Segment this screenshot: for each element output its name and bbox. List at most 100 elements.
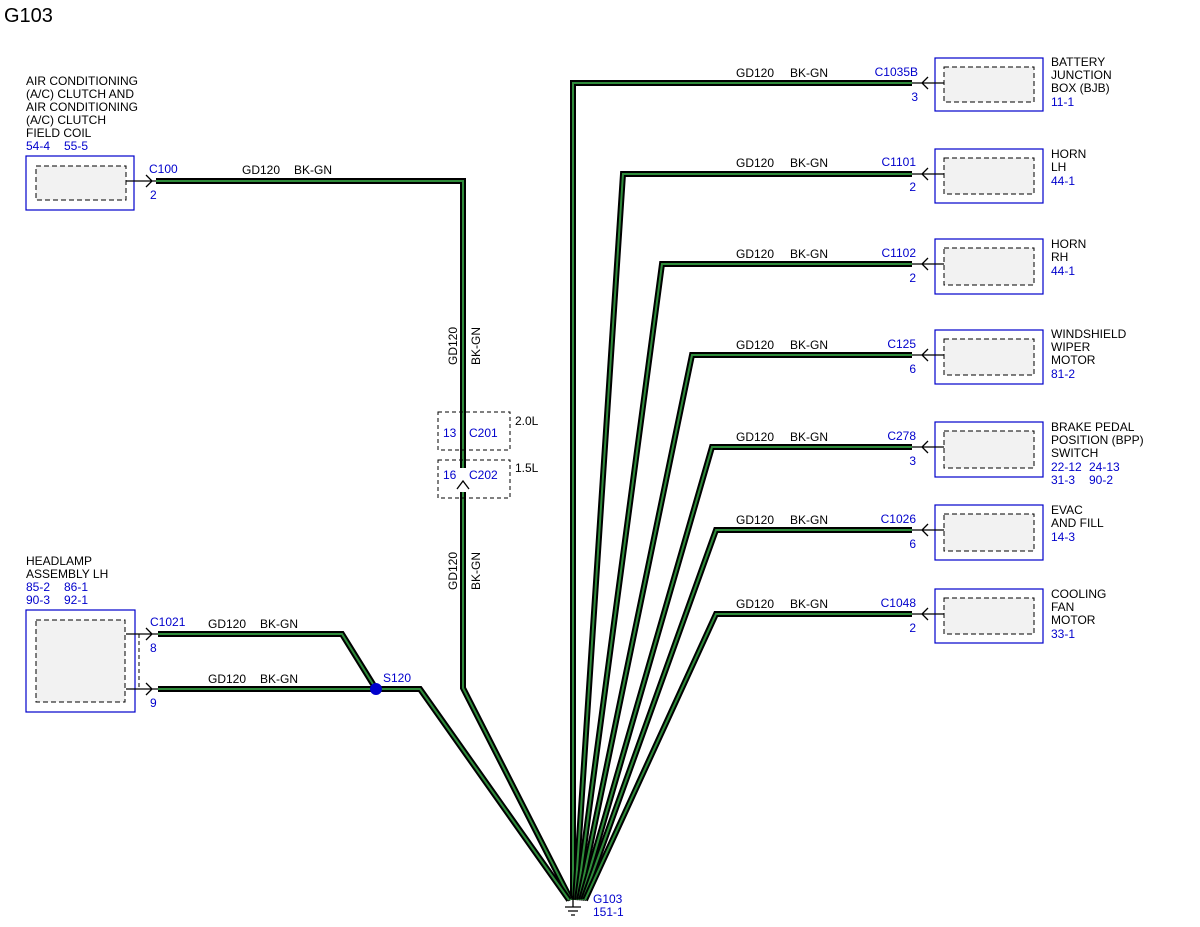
wire-code-label: GD120 (446, 327, 460, 365)
component-ref[interactable]: 85-2 (26, 580, 50, 594)
component-ref[interactable]: 33-1 (1051, 627, 1075, 641)
wire-headlamp-pin8[interactable] (158, 631, 379, 691)
inline-connector-c201[interactable]: 13 C201 2.0L (437, 411, 539, 451)
pin-label: 2 (909, 180, 916, 194)
connector-arrow-icon (912, 523, 944, 537)
wire-fan[interactable] (582, 611, 912, 902)
component-ref[interactable]: 54-4 (26, 139, 50, 153)
component-cooling-fan[interactable]: C1048 2 COOLING FAN MOTOR 33-1 (881, 587, 1107, 644)
inline-connector-box (437, 411, 511, 451)
connector-arrow-icon (912, 76, 944, 90)
component-inner-box (943, 66, 1035, 103)
wire-color-label: BK-GN (469, 327, 483, 365)
splice-s120[interactable]: S120 (370, 671, 411, 695)
wire-code-label: GD120 (736, 430, 774, 444)
wire-wiper[interactable] (576, 352, 912, 901)
component-ref[interactable]: 22-12 (1051, 460, 1082, 474)
component-headlamp-lh[interactable]: HEADLAMP ASSEMBLY LH 85-2 86-1 90-3 92-1… (25, 554, 186, 713)
connector-label[interactable]: C201 (469, 426, 498, 440)
component-evac-fill[interactable]: C1026 6 EVAC AND FILL 14-3 (881, 503, 1104, 561)
component-ac-clutch[interactable]: AIR CONDITIONING (A/C) CLUTCH AND AIR CO… (25, 74, 178, 211)
component-name-line: MOTOR (1051, 613, 1096, 627)
wire-bpp[interactable] (578, 444, 912, 901)
connector-arrow-icon (912, 167, 944, 181)
component-ref[interactable]: 14-3 (1051, 530, 1075, 544)
wire-code-label: GD120 (208, 672, 246, 686)
component-ref[interactable]: 11-1 (1051, 95, 1074, 109)
connector-arrow-icon (456, 479, 470, 490)
component-name-line: (A/C) CLUTCH (26, 113, 106, 127)
component-ref[interactable]: 81-2 (1051, 367, 1075, 381)
connector-label[interactable]: C1035B (875, 65, 918, 79)
wire-bjb[interactable] (570, 80, 912, 900)
component-name-line: BOX (BJB) (1051, 81, 1110, 95)
component-ref[interactable]: 92-1 (64, 593, 88, 607)
pin-label: 9 (150, 696, 157, 710)
wire-ac-clutch-lower[interactable] (460, 492, 574, 902)
connector-label[interactable]: C202 (469, 468, 498, 482)
wire-splice-to-ground[interactable] (376, 686, 572, 902)
engine-variant-label: 1.5L (515, 461, 539, 475)
wire-horn-rh[interactable] (574, 261, 912, 901)
component-name-line: POSITION (BPP) (1051, 433, 1144, 447)
component-ref[interactable]: 90-3 (26, 593, 50, 607)
pin-label: 3 (909, 454, 916, 468)
component-name-line: AIR CONDITIONING (26, 74, 138, 88)
component-name-line: ASSEMBLY LH (26, 567, 108, 581)
wire-code-label: GD120 (736, 247, 774, 261)
ground-g103[interactable]: G103 151-1 (565, 892, 624, 919)
ground-label[interactable]: G103 (593, 892, 623, 906)
component-name-line: LH (1051, 160, 1066, 174)
component-ref[interactable]: 86-1 (64, 580, 88, 594)
wire-color-label: BK-GN (790, 247, 828, 261)
wire-color-label: BK-GN (790, 597, 828, 611)
wire-color-label: BK-GN (790, 66, 828, 80)
wire-color-label: BK-GN (260, 672, 298, 686)
component-horn-rh[interactable]: C1102 2 HORN RH 44-1 (882, 237, 1087, 295)
component-bpp-switch[interactable]: C278 3 BRAKE PEDAL POSITION (BPP) SWITCH… (887, 420, 1143, 487)
ground-ref[interactable]: 151-1 (593, 905, 624, 919)
component-ref[interactable]: 55-5 (64, 139, 88, 153)
splice-label[interactable]: S120 (383, 671, 411, 685)
wire-color-label: BK-GN (469, 552, 483, 590)
connector-label[interactable]: C1026 (881, 512, 917, 526)
connector-label[interactable]: C278 (887, 429, 916, 443)
component-horn-lh[interactable]: C1101 2 HORN LH 44-1 (882, 147, 1087, 204)
pin-label: 2 (909, 271, 916, 285)
component-name-line: AND FILL (1051, 516, 1104, 530)
component-name-line: WIPER (1051, 340, 1091, 354)
component-ref[interactable]: 24-13 (1089, 460, 1120, 474)
connector-arrow-icon (912, 607, 944, 621)
connector-label[interactable]: C1102 (882, 246, 917, 260)
inline-connector-c202[interactable]: 16 C202 1.5L (437, 459, 539, 499)
pin-label: 16 (443, 468, 457, 482)
wire-color-label: BK-GN (790, 156, 828, 170)
wire-horn-lh[interactable] (572, 171, 912, 901)
connector-arrow-icon (126, 174, 156, 188)
wire-color-label: BK-GN (790, 430, 828, 444)
component-wiper-motor[interactable]: C125 6 WINDSHIELD WIPER MOTOR 81-2 (887, 327, 1127, 385)
wire-code-label: GD120 (736, 597, 774, 611)
component-ref[interactable]: 90-2 (1089, 473, 1113, 487)
component-ref[interactable]: 31-3 (1051, 473, 1075, 487)
component-inner-box (35, 165, 127, 201)
component-inner-box (35, 619, 126, 703)
wires (156, 80, 912, 902)
wire-ac-clutch-upper[interactable] (156, 178, 466, 468)
wire-evac[interactable] (580, 527, 912, 902)
connector-label[interactable]: C100 (149, 162, 178, 176)
connector-label[interactable]: C125 (887, 337, 916, 351)
component-bjb[interactable]: C1035B 3 BATTERY JUNCTION BOX (BJB) 11-1 (875, 55, 1112, 112)
component-ref[interactable]: 44-1 (1051, 174, 1075, 188)
ground-icon (565, 900, 581, 916)
connector-label[interactable]: C1048 (881, 596, 917, 610)
component-name-line: JUNCTION (1051, 68, 1112, 82)
pin-label: 2 (909, 621, 916, 635)
pin-label: 13 (443, 426, 457, 440)
connector-label[interactable]: C1021 (150, 615, 186, 629)
connector-arrow-icon (126, 627, 158, 641)
wire-code-label: GD120 (736, 156, 774, 170)
connector-label[interactable]: C1101 (882, 155, 917, 169)
component-ref[interactable]: 44-1 (1051, 264, 1075, 278)
